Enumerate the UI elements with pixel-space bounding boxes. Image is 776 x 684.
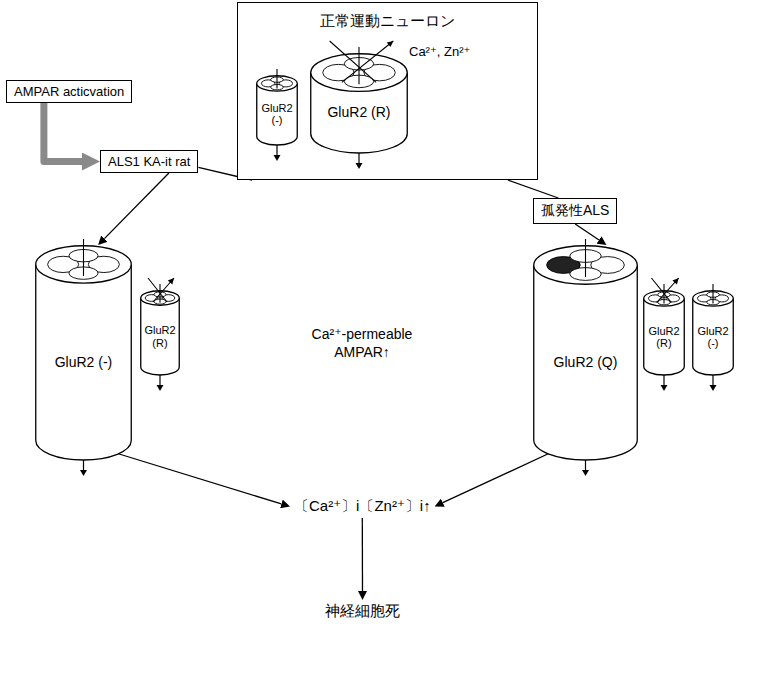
receptor-cylinder: GluR2 (R) — [140, 290, 180, 375]
cylinder-label-area: GluR2 (R) — [141, 306, 179, 367]
cylinder-body — [693, 298, 734, 375]
neuron-panel: 正常運動ニューロン GluR2 (-) GluR2 (R) — [237, 2, 538, 180]
condition-box: AMPAR acticvation — [6, 80, 132, 103]
ion-flow-head — [356, 163, 363, 169]
node-text: GluR2 (-) — [257, 102, 297, 126]
receptor-cylinder: GluR2 (R) — [310, 53, 408, 153]
arrow-connector — [104, 173, 168, 239]
receptor-cylinder: GluR2 (-) — [256, 75, 298, 145]
ion-flow-head — [672, 278, 678, 284]
node-text: GluR2 (-) — [55, 355, 113, 370]
arrow-connector — [508, 180, 558, 198]
ion-flow-head — [157, 385, 164, 391]
condition-box: ALS1 KA-it rat — [100, 150, 198, 173]
receptor-cylinder: GluR2 (Q) — [533, 245, 638, 460]
arrow-connector — [575, 224, 599, 240]
cylinder-body — [257, 83, 298, 145]
node-text: GluR2 (Q) — [554, 355, 618, 370]
note-text: Ca²⁺-permeable AMPAR↑ — [297, 325, 427, 361]
ion-flow-head — [168, 278, 174, 284]
cylinder-label-area: GluR2 (Q) — [534, 285, 637, 440]
receptor-cylinder: GluR2 (-) — [692, 290, 734, 375]
receptor-cylinder: GluR2 (-) — [35, 245, 132, 460]
activation-arrow — [44, 103, 82, 162]
panel-heading: 正常運動ニューロン — [238, 12, 537, 31]
ion-flow-head — [274, 155, 281, 161]
cylinder-label-area: GluR2 (-) — [693, 307, 733, 367]
node-text: 孤発性ALS — [541, 202, 609, 220]
ion-flow-head — [582, 470, 589, 476]
ion-path — [342, 41, 393, 82]
cylinder-body — [534, 265, 638, 460]
ion-flow — [712, 375, 713, 386]
node-text: ALS1 KA-it rat — [108, 154, 190, 169]
arrow-connector — [362, 518, 364, 591]
node-text: AMPAR acticvation — [14, 84, 124, 99]
cylinder-label-area: GluR2 (R) — [311, 92, 407, 133]
cylinder-label-area: GluR2 (-) — [36, 284, 131, 441]
cylinder-body — [141, 298, 180, 375]
ion-flow — [358, 153, 359, 164]
condition-box: 孤発性ALS — [533, 198, 617, 224]
ion-flow — [663, 375, 664, 386]
node-text: GluR2 (R) — [644, 325, 684, 349]
receptor-cylinder: GluR2 (R) — [643, 290, 685, 375]
ion-flow — [585, 460, 586, 471]
cylinder-label-area: GluR2 (R) — [644, 307, 684, 367]
node-text: GluR2 (R) — [141, 324, 179, 348]
ion-flow-head — [661, 385, 668, 391]
ion-path — [153, 278, 174, 302]
outcome-text: 神経細胞死 — [321, 600, 404, 623]
ion-flow-head — [387, 41, 394, 47]
arrow-connector — [443, 454, 549, 503]
ion-flow — [83, 460, 84, 471]
ion-path — [83, 239, 84, 276]
cylinder-body — [36, 264, 132, 460]
cylinder-shape — [533, 245, 638, 460]
cylinder-shape — [310, 53, 408, 153]
ion-path — [585, 239, 586, 277]
arrow-connector — [118, 454, 282, 504]
ion-flow — [276, 145, 277, 156]
ion-path — [712, 284, 713, 303]
cylinder-label-area: GluR2 (-) — [257, 92, 297, 137]
ion-path — [330, 41, 377, 82]
ion-label: Ca²⁺, Zn²⁺ — [409, 44, 470, 61]
ion-path — [657, 278, 679, 303]
node-text: 〔Ca²⁺〕i〔Zn²⁺〕i↑ — [294, 497, 431, 516]
cylinder-shape — [35, 245, 132, 460]
ion-flow-head — [710, 385, 717, 391]
node-text: 神経細胞死 — [325, 602, 400, 621]
ion-path — [358, 47, 359, 84]
node-text: GluR2 (R) — [327, 105, 390, 120]
outcome-text: 〔Ca²⁺〕i〔Zn²⁺〕i↑ — [290, 495, 435, 518]
cylinder-body — [644, 298, 685, 375]
ion-flow — [159, 375, 160, 386]
ion-path — [276, 69, 277, 88]
node-text: GluR2 (-) — [693, 325, 733, 349]
ion-flow-head — [80, 470, 87, 476]
